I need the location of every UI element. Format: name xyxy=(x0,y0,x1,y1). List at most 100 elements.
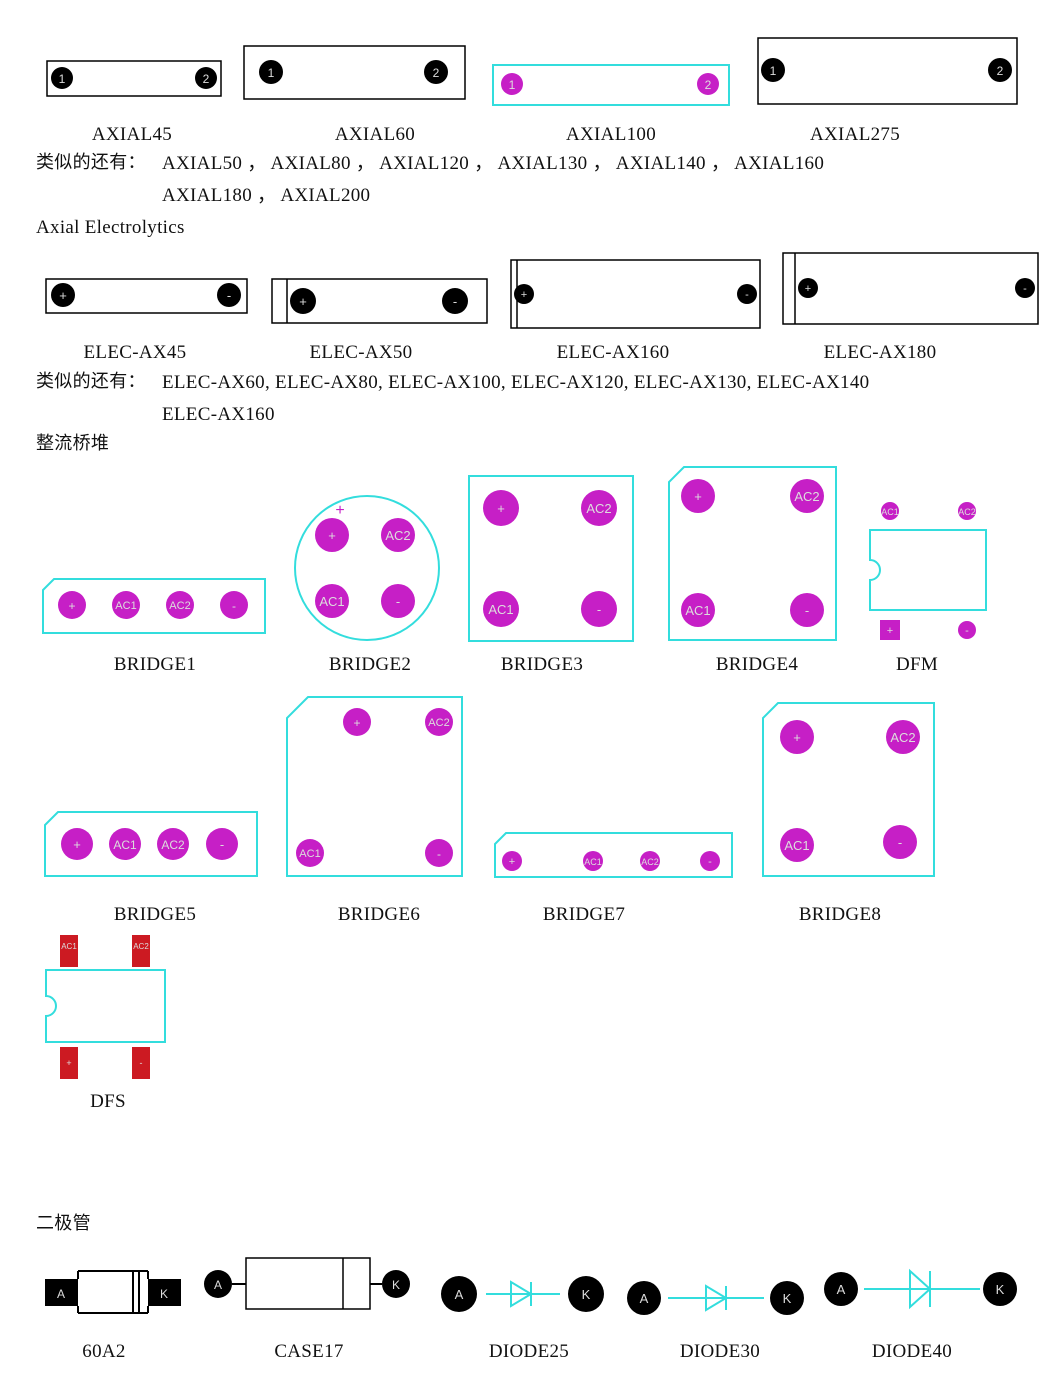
elec-ax160-footprint: + - xyxy=(510,259,761,329)
svg-text:+: + xyxy=(299,294,307,309)
svg-text:AC2: AC2 xyxy=(428,717,449,729)
svg-text:AC1: AC1 xyxy=(113,838,137,852)
caption-bridge8: BRIDGE8 xyxy=(798,904,882,925)
svg-text:+: + xyxy=(328,528,336,543)
axial-similar-list-2: AXIAL180 ， AXIAL200 xyxy=(162,185,371,206)
svg-text:A: A xyxy=(640,1291,649,1306)
caption-diode30: DIODE30 xyxy=(679,1341,761,1362)
svg-text:A: A xyxy=(214,1278,222,1292)
svg-text:AC2: AC2 xyxy=(641,857,659,867)
svg-text:2: 2 xyxy=(997,64,1004,78)
svg-text:A: A xyxy=(837,1282,846,1297)
caption-elec-ax45: ELEC-AX45 xyxy=(83,342,187,363)
caption-axial60: AXIAL60 xyxy=(334,124,416,145)
bridge4-footprint: + AC2 AC1 - xyxy=(668,466,837,641)
caption-elec-ax50: ELEC-AX50 xyxy=(309,342,413,363)
elec-similar-prefix: 类似的还有： xyxy=(36,371,146,392)
svg-text:-: - xyxy=(453,294,457,309)
svg-text:1: 1 xyxy=(509,78,516,92)
svg-text:-: - xyxy=(965,625,969,637)
svg-text:K: K xyxy=(160,1287,168,1301)
svg-text:AC1: AC1 xyxy=(881,507,899,517)
caption-bridge6: BRIDGE6 xyxy=(337,904,421,925)
bridge3-footprint: + AC2 AC1 - xyxy=(468,475,634,642)
svg-text:+: + xyxy=(335,502,344,519)
caption-dfm: DFM xyxy=(895,654,939,675)
svg-text:AC2: AC2 xyxy=(385,528,410,543)
svg-text:-: - xyxy=(396,594,400,609)
svg-text:AC2: AC2 xyxy=(133,942,149,951)
svg-text:-: - xyxy=(805,603,809,618)
bridge8-footprint: + AC2 AC1 - xyxy=(762,702,935,877)
svg-text:-: - xyxy=(220,837,224,852)
svg-text:1: 1 xyxy=(268,66,275,80)
section-title-bridge: 整流桥堆 xyxy=(36,433,110,454)
section-title-diode: 二极管 xyxy=(36,1213,91,1234)
svg-text:A: A xyxy=(455,1287,464,1302)
svg-text:AC2: AC2 xyxy=(794,489,819,504)
caption-60a2: 60A2 xyxy=(82,1341,126,1362)
svg-text:-: - xyxy=(227,288,231,303)
svg-text:AC1: AC1 xyxy=(685,603,710,618)
svg-text:+: + xyxy=(68,599,75,613)
svg-text:+: + xyxy=(66,1058,71,1068)
svg-text:AC1: AC1 xyxy=(319,594,344,609)
svg-text:K: K xyxy=(783,1291,792,1306)
caption-bridge3: BRIDGE3 xyxy=(500,654,584,675)
svg-text:-: - xyxy=(140,1058,143,1068)
bridge5-footprint: + AC1 AC2 - xyxy=(44,811,258,877)
elec-ax45-footprint: + - xyxy=(45,278,248,314)
bridge1-footprint: + AC1 AC2 - xyxy=(42,578,266,634)
caption-diode40: DIODE40 xyxy=(871,1341,953,1362)
caption-axial100: AXIAL100 xyxy=(566,124,656,145)
svg-text:+: + xyxy=(694,489,702,504)
svg-text:AC1: AC1 xyxy=(299,848,320,860)
axial-similar-list-1: AXIAL50 ， AXIAL80 ， AXIAL120 ， AXIAL130 … xyxy=(162,153,825,174)
axial100-footprint: 1 2 xyxy=(492,64,730,106)
dfm-footprint: AC1 AC2 + - xyxy=(869,502,987,640)
svg-text:+: + xyxy=(353,716,360,730)
elec-similar-list-1: ELEC-AX60, ELEC-AX80, ELEC-AX100, ELEC-A… xyxy=(162,372,870,393)
diode40-footprint: A K xyxy=(824,1268,1017,1310)
svg-text:-: - xyxy=(1023,283,1027,295)
caption-elec-ax160: ELEC-AX160 xyxy=(556,342,670,363)
svg-text:AC2: AC2 xyxy=(958,507,976,517)
caption-bridge5: BRIDGE5 xyxy=(113,904,197,925)
dfs-footprint: AC1 AC2 + - xyxy=(45,935,166,1079)
elec-similar-list-2: ELEC-AX160 xyxy=(162,404,275,425)
caption-axial275: AXIAL275 xyxy=(810,124,900,145)
caption-dfs: DFS xyxy=(90,1091,126,1112)
svg-text:+: + xyxy=(59,288,67,303)
section-title-axial-electrolytics: Axial Electrolytics xyxy=(36,217,185,238)
60a2-footprint: A K xyxy=(45,1270,181,1314)
axial60-footprint: 1 2 xyxy=(243,45,466,100)
diode25-footprint: A K xyxy=(441,1276,604,1312)
svg-text:AC2: AC2 xyxy=(586,501,611,516)
svg-text:AC1: AC1 xyxy=(784,838,809,853)
svg-text:A: A xyxy=(57,1287,65,1301)
svg-text:AC2: AC2 xyxy=(169,600,190,612)
svg-text:-: - xyxy=(898,835,902,850)
caption-bridge1: BRIDGE1 xyxy=(113,654,197,675)
svg-text:+: + xyxy=(73,837,81,852)
axial45-footprint: 1 2 xyxy=(46,60,222,97)
case17-footprint: A K xyxy=(204,1257,410,1310)
caption-axial45: AXIAL45 xyxy=(91,124,173,145)
svg-text:AC1: AC1 xyxy=(488,602,513,617)
axial-similar-prefix: 类似的还有： xyxy=(36,152,146,173)
caption-case17: CASE17 xyxy=(274,1341,344,1362)
svg-text:2: 2 xyxy=(203,72,210,86)
bridge6-footprint: + AC2 AC1 - xyxy=(286,696,463,877)
svg-text:AC1: AC1 xyxy=(115,600,136,612)
svg-text:1: 1 xyxy=(59,72,66,86)
svg-text:AC1: AC1 xyxy=(584,857,602,867)
svg-text:+: + xyxy=(887,625,893,637)
svg-text:2: 2 xyxy=(433,66,440,80)
svg-text:-: - xyxy=(232,599,236,613)
diode30-footprint: A K xyxy=(627,1281,804,1315)
svg-text:+: + xyxy=(793,730,801,745)
svg-text:1: 1 xyxy=(770,64,777,78)
svg-text:+: + xyxy=(497,501,505,516)
svg-text:-: - xyxy=(437,847,441,861)
